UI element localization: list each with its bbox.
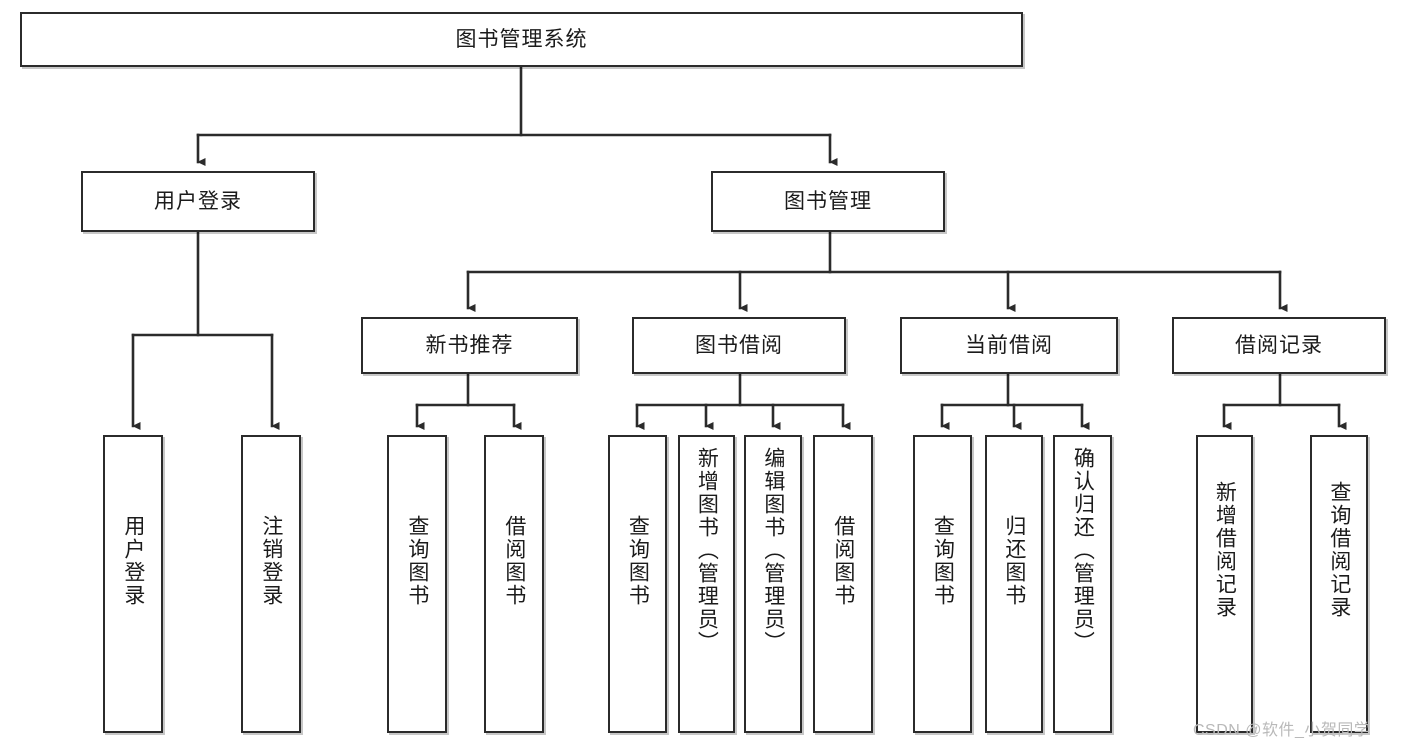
node-book-borrow[interactable]: 图书借阅 [632,317,846,374]
node-user-login[interactable]: 用户登录 [81,171,315,232]
node-leaf-add-book-label: 新增图书（管理员） [695,447,719,654]
node-borrow-record[interactable]: 借阅记录 [1172,317,1386,374]
node-book-management[interactable]: 图书管理 [711,171,945,232]
node-leaf-confirm-return-label: 确认归还（管理员） [1071,447,1095,654]
node-new-book-recommend-label: 新书推荐 [425,333,514,357]
node-new-book-recommend[interactable]: 新书推荐 [361,317,578,374]
node-leaf-edit-book[interactable]: 编辑图书（管理员） [744,435,802,733]
node-leaf-return-book[interactable]: 归还图书 [985,435,1043,733]
node-leaf-add-borrow-record[interactable]: 新增借阅记录 [1196,435,1253,733]
node-leaf-borrow-book[interactable]: 借阅图书 [813,435,873,733]
node-leaf-query-book-borrow[interactable]: 查询图书 [608,435,667,733]
node-current-borrow-label: 当前借阅 [965,333,1053,357]
node-leaf-borrow-book-recommend-label: 借阅图书 [502,515,526,607]
node-user-login-label: 用户登录 [154,189,242,213]
node-leaf-borrow-book-label: 借阅图书 [831,515,855,607]
node-root-label: 图书管理系统 [455,27,588,51]
node-leaf-add-borrow-record-label: 新增借阅记录 [1213,481,1237,619]
csdn-watermark: CSDN @软件_小贺同学 [1193,722,1371,739]
node-leaf-confirm-return[interactable]: 确认归还（管理员） [1053,435,1112,733]
node-leaf-user-login-label: 用户登录 [121,515,145,607]
node-leaf-query-book-current-label: 查询图书 [931,515,955,607]
node-leaf-return-book-label: 归还图书 [1002,515,1026,607]
node-leaf-query-book-current[interactable]: 查询图书 [913,435,972,733]
node-root[interactable]: 图书管理系统 [20,12,1023,67]
node-book-borrow-label: 图书借阅 [695,333,783,357]
node-leaf-add-book[interactable]: 新增图书（管理员） [678,435,735,733]
node-leaf-query-borrow-record[interactable]: 查询借阅记录 [1310,435,1368,733]
node-leaf-query-book-recommend[interactable]: 查询图书 [387,435,447,733]
node-leaf-query-book-borrow-label: 查询图书 [626,515,650,607]
node-leaf-user-login[interactable]: 用户登录 [103,435,163,733]
node-leaf-borrow-book-recommend[interactable]: 借阅图书 [484,435,544,733]
node-book-management-label: 图书管理 [784,189,872,213]
node-leaf-query-borrow-record-label: 查询借阅记录 [1327,481,1351,619]
node-leaf-edit-book-label: 编辑图书（管理员） [761,447,785,654]
node-leaf-user-logout-label: 注销登录 [259,515,283,607]
node-leaf-query-book-recommend-label: 查询图书 [405,515,429,607]
node-current-borrow[interactable]: 当前借阅 [900,317,1118,374]
node-borrow-record-label: 借阅记录 [1235,333,1323,357]
node-leaf-user-logout[interactable]: 注销登录 [241,435,301,733]
